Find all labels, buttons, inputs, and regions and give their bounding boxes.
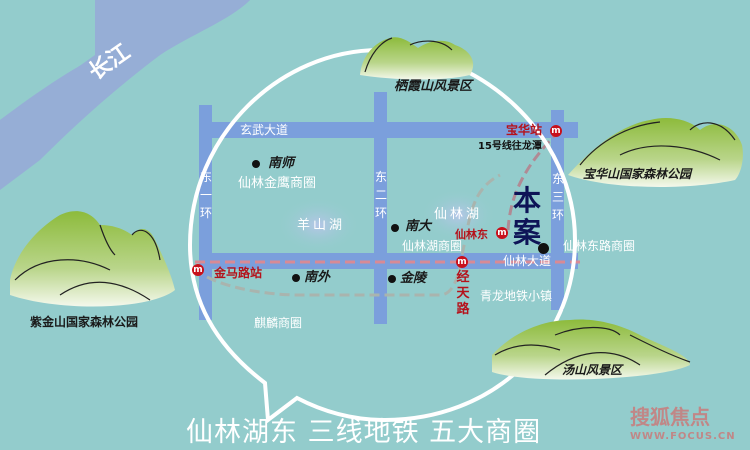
university-dot [388, 275, 396, 283]
university-nanshi: 南师 [268, 156, 295, 171]
business-district-label: 麒麟商圈 [254, 316, 303, 330]
watermark-url: WWW.FOCUS.CN [630, 431, 736, 442]
road-east-ring-1-label: 东一环 [199, 170, 212, 220]
business-district-label: 仙林金鹰商圈 [238, 176, 317, 191]
yangshan-lake [276, 197, 360, 253]
metro-logo-icon: m [550, 125, 562, 137]
road-xuanwu-label: 玄武大道 [240, 123, 289, 137]
business-district-label: 仙林湖商圈 [402, 239, 463, 253]
metro-logo-icon: m [456, 256, 468, 268]
road-xuanwu [200, 122, 578, 138]
metro-station-xianlindong[interactable]: 仙林东 [455, 228, 488, 241]
metro-logo-icon: m [496, 227, 508, 239]
scenic-qixia-label: 栖霞山风景区 [394, 79, 473, 94]
university-dot [391, 224, 399, 232]
business-district-label: 仙林东路商圈 [563, 239, 636, 253]
project-location-dot[interactable] [538, 243, 549, 254]
scenic-tangshan-label: 汤山风景区 [562, 363, 623, 377]
road-east-ring-2 [374, 92, 387, 324]
watermark-brand: 搜狐焦点 [630, 405, 710, 429]
metro-note: 15号线往龙潭 [478, 141, 542, 152]
road-xianlin-label: 仙林大道 [503, 254, 552, 268]
xianlin-lake [420, 189, 496, 241]
road-xianlin [200, 253, 578, 269]
scenic-baohua-label: 宝华山国家森林公园 [583, 167, 692, 181]
metro-station-jinmalu[interactable]: 金马路站 [214, 266, 263, 280]
slogan: 仙林湖东 三线地铁 五大商圈 [186, 417, 542, 448]
project-label: 本案 [512, 184, 541, 249]
university-dot [292, 274, 300, 282]
zijin-mountain-illustration [10, 211, 175, 307]
tangshan-mountain-illustration [492, 319, 691, 380]
baohua-mountain-illustration [568, 118, 743, 187]
focus-circle [187, 47, 578, 424]
lake-label-xianlin: 仙林湖 [434, 207, 483, 222]
metro-logo-icon: m [192, 264, 204, 276]
metro-station-baohua[interactable]: 宝华站 [506, 123, 543, 137]
road-east-ring-3-label: 东三环 [551, 172, 564, 222]
university-dot [252, 160, 260, 168]
qixia-mountain-illustration [360, 37, 474, 80]
university-jinling: 金陵 [400, 271, 427, 286]
university-nanwai: 南外 [304, 270, 331, 285]
lake-label-yangshan: 羊山湖 [297, 218, 346, 233]
scenic-zijin-label: 紫金山国家森林公园 [30, 315, 139, 329]
university-nanda: 南大 [405, 219, 432, 234]
business-district-label: 青龙地铁小镇 [480, 289, 553, 303]
road-east-ring-2-label: 东二环 [374, 170, 387, 220]
road-jingtian-label: 经天路 [456, 270, 470, 317]
